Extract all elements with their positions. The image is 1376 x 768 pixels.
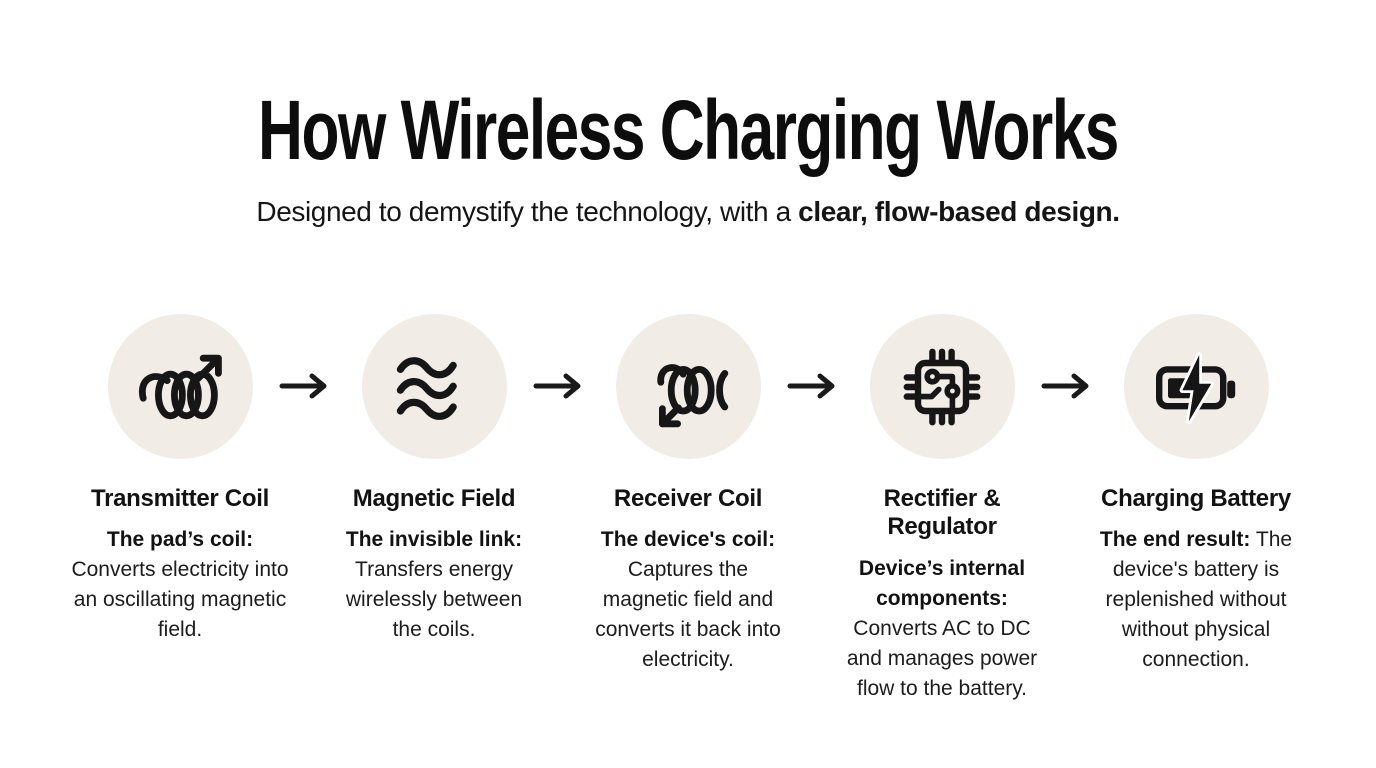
page-subtitle: Designed to demystify the technology, wi… bbox=[0, 196, 1376, 228]
step-title: Rectifier & Regulator bbox=[883, 485, 1001, 541]
header: How Wireless Charging Works Designed to … bbox=[0, 0, 1376, 228]
step-text: Converts electricity into an oscillating… bbox=[71, 558, 289, 642]
step-description: Device’s internal components: Converts A… bbox=[836, 554, 1048, 704]
step-title: Magnetic Field bbox=[352, 485, 516, 512]
step-text: Transfers energy wirelessly between the … bbox=[345, 558, 523, 642]
step-icon-circle bbox=[361, 314, 507, 459]
step-description: The invisible link: Transfers energy wir… bbox=[334, 525, 534, 645]
step-lead: The pad’s coil: bbox=[106, 528, 254, 552]
page-title: How Wireless Charging Works bbox=[258, 83, 1119, 177]
subtitle-bold: clear, flow-based design. bbox=[798, 196, 1120, 227]
flow-arrow-icon bbox=[278, 371, 336, 401]
step-title: Receiver Coil bbox=[613, 485, 763, 512]
step-rectifier-regulator: Rectifier & Regulator Device’s internal … bbox=[844, 314, 1040, 704]
charging-battery-icon bbox=[1156, 351, 1236, 424]
step-description: The end result: The device's battery is … bbox=[1084, 525, 1309, 675]
rectifier-chip-icon bbox=[903, 348, 981, 425]
flow-arrow-icon bbox=[1040, 371, 1098, 401]
step-lead: The device's coil: bbox=[600, 528, 776, 552]
magnetic-field-waves-icon bbox=[396, 356, 457, 420]
step-receiver-coil: Receiver Coil The device's coil: Capture… bbox=[590, 314, 786, 675]
step-description: The device's coil: Captures the magnetic… bbox=[592, 525, 785, 675]
step-lead: The invisible link: bbox=[345, 528, 523, 552]
receiver-coil-icon bbox=[657, 363, 729, 427]
flow-arrow-icon bbox=[532, 371, 590, 401]
step-icon-circle bbox=[107, 314, 253, 459]
step-icon-circle bbox=[1123, 314, 1269, 459]
flow-arrow-icon bbox=[786, 371, 844, 401]
step-text: Converts AC to DC and manages power flow… bbox=[846, 616, 1038, 700]
transmitter-coil-icon bbox=[138, 354, 222, 419]
step-title: Charging Battery bbox=[1101, 485, 1291, 512]
step-title: Transmitter Coil bbox=[91, 485, 269, 512]
step-text: The device's battery is replenished with… bbox=[1105, 528, 1293, 672]
step-lead: Device’s internal components: bbox=[858, 556, 1026, 610]
step-magnetic-field: Magnetic Field The invisible link: Trans… bbox=[336, 314, 532, 645]
step-lead: The end result: bbox=[1099, 528, 1251, 552]
step-icon-circle bbox=[615, 314, 761, 459]
subtitle-regular: Designed to demystify the technology, wi… bbox=[256, 196, 799, 227]
flow-diagram: Transmitter Coil The pad’s coil: Convert… bbox=[0, 314, 1376, 704]
step-charging-battery: Charging Battery The end result: The dev… bbox=[1098, 314, 1294, 675]
step-icon-circle bbox=[869, 314, 1015, 459]
step-description: The pad’s coil: Converts electricity int… bbox=[68, 525, 292, 645]
step-text: Captures the magnetic field and converts… bbox=[595, 558, 781, 672]
step-transmitter-coil: Transmitter Coil The pad’s coil: Convert… bbox=[71, 314, 289, 645]
